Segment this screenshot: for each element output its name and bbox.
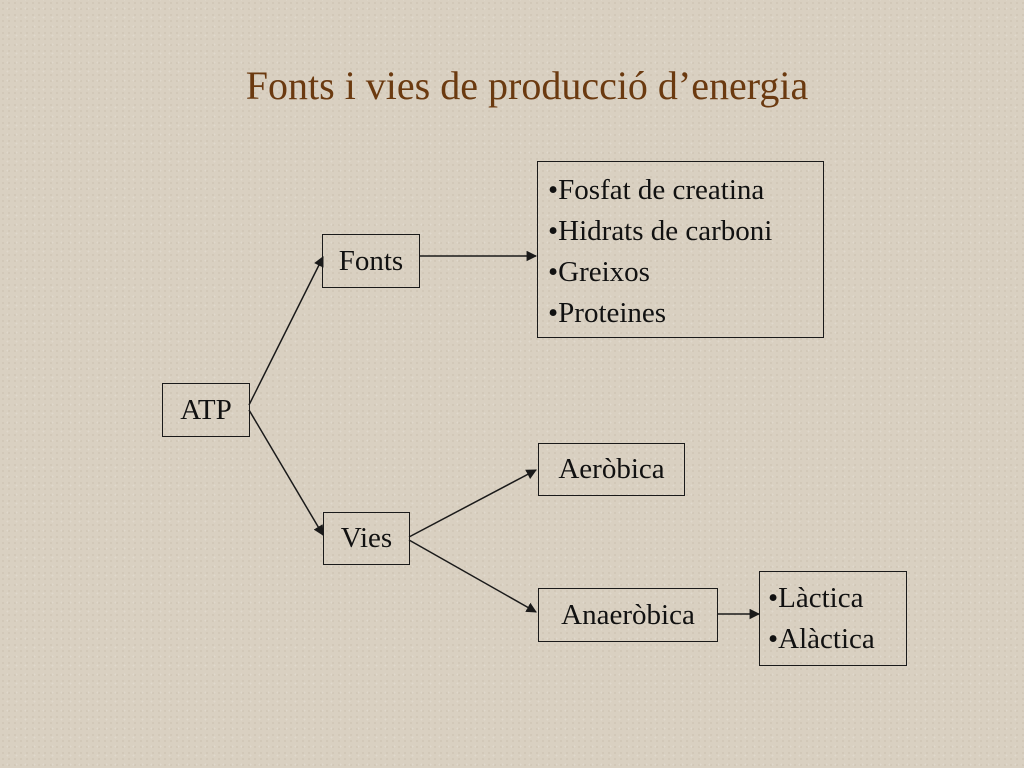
list-item: Greixos: [548, 252, 823, 293]
node-vies: Vies: [323, 512, 410, 565]
arrow-atp-to-fonts: [248, 256, 324, 406]
node-anaerobica-label: Anaeròbica: [561, 598, 695, 631]
node-aerobica-label: Aeròbica: [558, 453, 665, 486]
list-item: Proteines: [548, 293, 823, 334]
node-fonts: Fonts: [322, 234, 420, 288]
anaerobic-types-list: Làctica Alàctica: [768, 578, 875, 660]
list-item: Alàctica: [768, 619, 875, 660]
node-atp-label: ATP: [180, 393, 232, 426]
node-anaerobica: Anaeròbica: [538, 588, 718, 642]
node-vies-label: Vies: [340, 522, 393, 555]
node-atp: ATP: [162, 383, 250, 437]
node-fonts-label: Fonts: [338, 244, 404, 277]
sources-list: Fosfat de creatina Hidrats de carboni Gr…: [548, 170, 823, 334]
arrow-vies-to-anaerobica: [408, 539, 537, 613]
page-title: Fonts i vies de producció d’energia: [245, 63, 809, 108]
list-item: Fosfat de creatina: [548, 170, 823, 211]
sources-list-box: Fosfat de creatina Hidrats de carboni Gr…: [537, 161, 824, 338]
anaerobic-types-box: Làctica Alàctica: [759, 571, 907, 666]
arrow-atp-to-vies: [248, 409, 324, 536]
arrow-vies-to-aerobica: [408, 469, 537, 538]
node-aerobica: Aeròbica: [538, 443, 685, 496]
list-item: Làctica: [768, 578, 875, 619]
list-item: Hidrats de carboni: [548, 211, 823, 252]
